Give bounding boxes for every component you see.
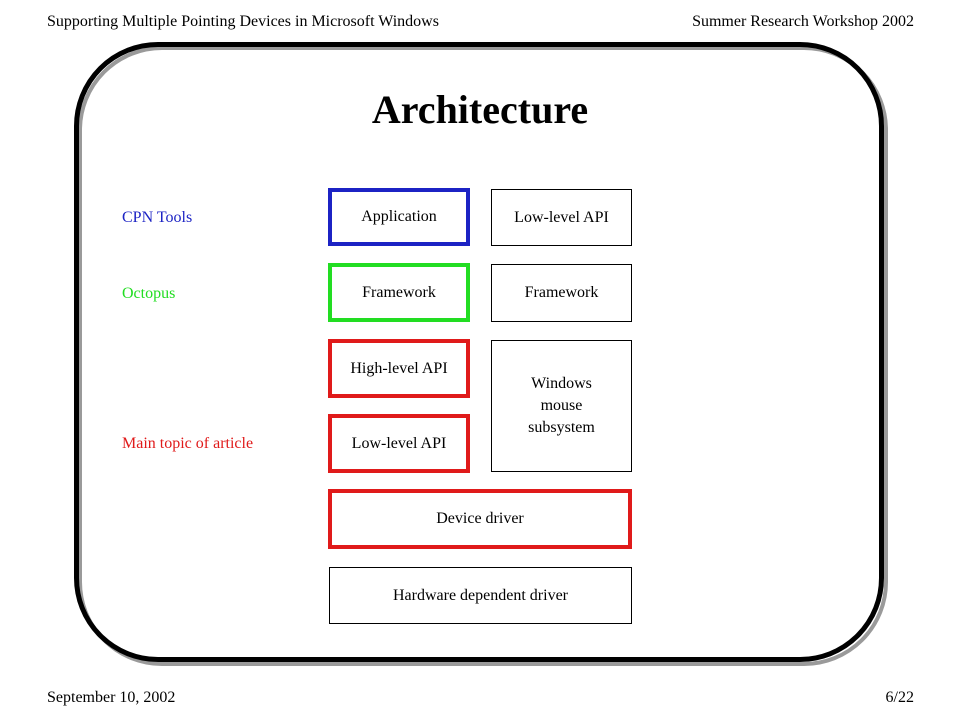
slide-frame bbox=[74, 42, 884, 662]
low-level-api-right-box: Low-level API bbox=[491, 189, 632, 246]
label-cpn-tools: CPN Tools bbox=[122, 209, 193, 226]
footer-page-number: 6/22 bbox=[885, 689, 914, 706]
device-driver-box: Device driver bbox=[328, 489, 632, 549]
windows-mouse-subsystem-box: Windows mouse subsystem bbox=[491, 340, 632, 472]
slide-title: Architecture bbox=[371, 87, 589, 132]
windows-mouse-line-2: mouse bbox=[540, 397, 583, 414]
application-label: Application bbox=[361, 208, 437, 225]
low-level-api-left-label: Low-level API bbox=[351, 434, 447, 452]
high-level-api-box: High-level API bbox=[328, 339, 470, 398]
footer-date: September 10, 2002 bbox=[47, 689, 176, 706]
label-octopus: Octopus bbox=[122, 285, 176, 302]
header-presentation-title: Supporting Multiple Pointing Devices in … bbox=[47, 13, 439, 30]
label-main-topic: Main topic of article bbox=[122, 435, 254, 452]
framework-left-label: Framework bbox=[362, 283, 436, 301]
windows-mouse-line-1: Windows bbox=[531, 375, 592, 392]
windows-mouse-line-3: subsystem bbox=[528, 419, 595, 436]
application-box: Application bbox=[328, 188, 470, 246]
header-event-name: Summer Research Workshop 2002 bbox=[692, 13, 914, 30]
low-level-api-left-box: Low-level API bbox=[328, 414, 470, 473]
low-level-api-right-label: Low-level API bbox=[514, 208, 609, 226]
framework-right-label: Framework bbox=[524, 284, 599, 301]
slide-frame-shadow bbox=[78, 46, 888, 666]
framework-left-box: Framework bbox=[328, 263, 470, 322]
hardware-driver-box: Hardware dependent driver bbox=[329, 567, 632, 624]
device-driver-label: Device driver bbox=[436, 510, 524, 527]
hardware-driver-label: Hardware dependent driver bbox=[392, 586, 569, 604]
framework-right-box: Framework bbox=[491, 264, 632, 322]
high-level-api-label: High-level API bbox=[350, 359, 448, 377]
